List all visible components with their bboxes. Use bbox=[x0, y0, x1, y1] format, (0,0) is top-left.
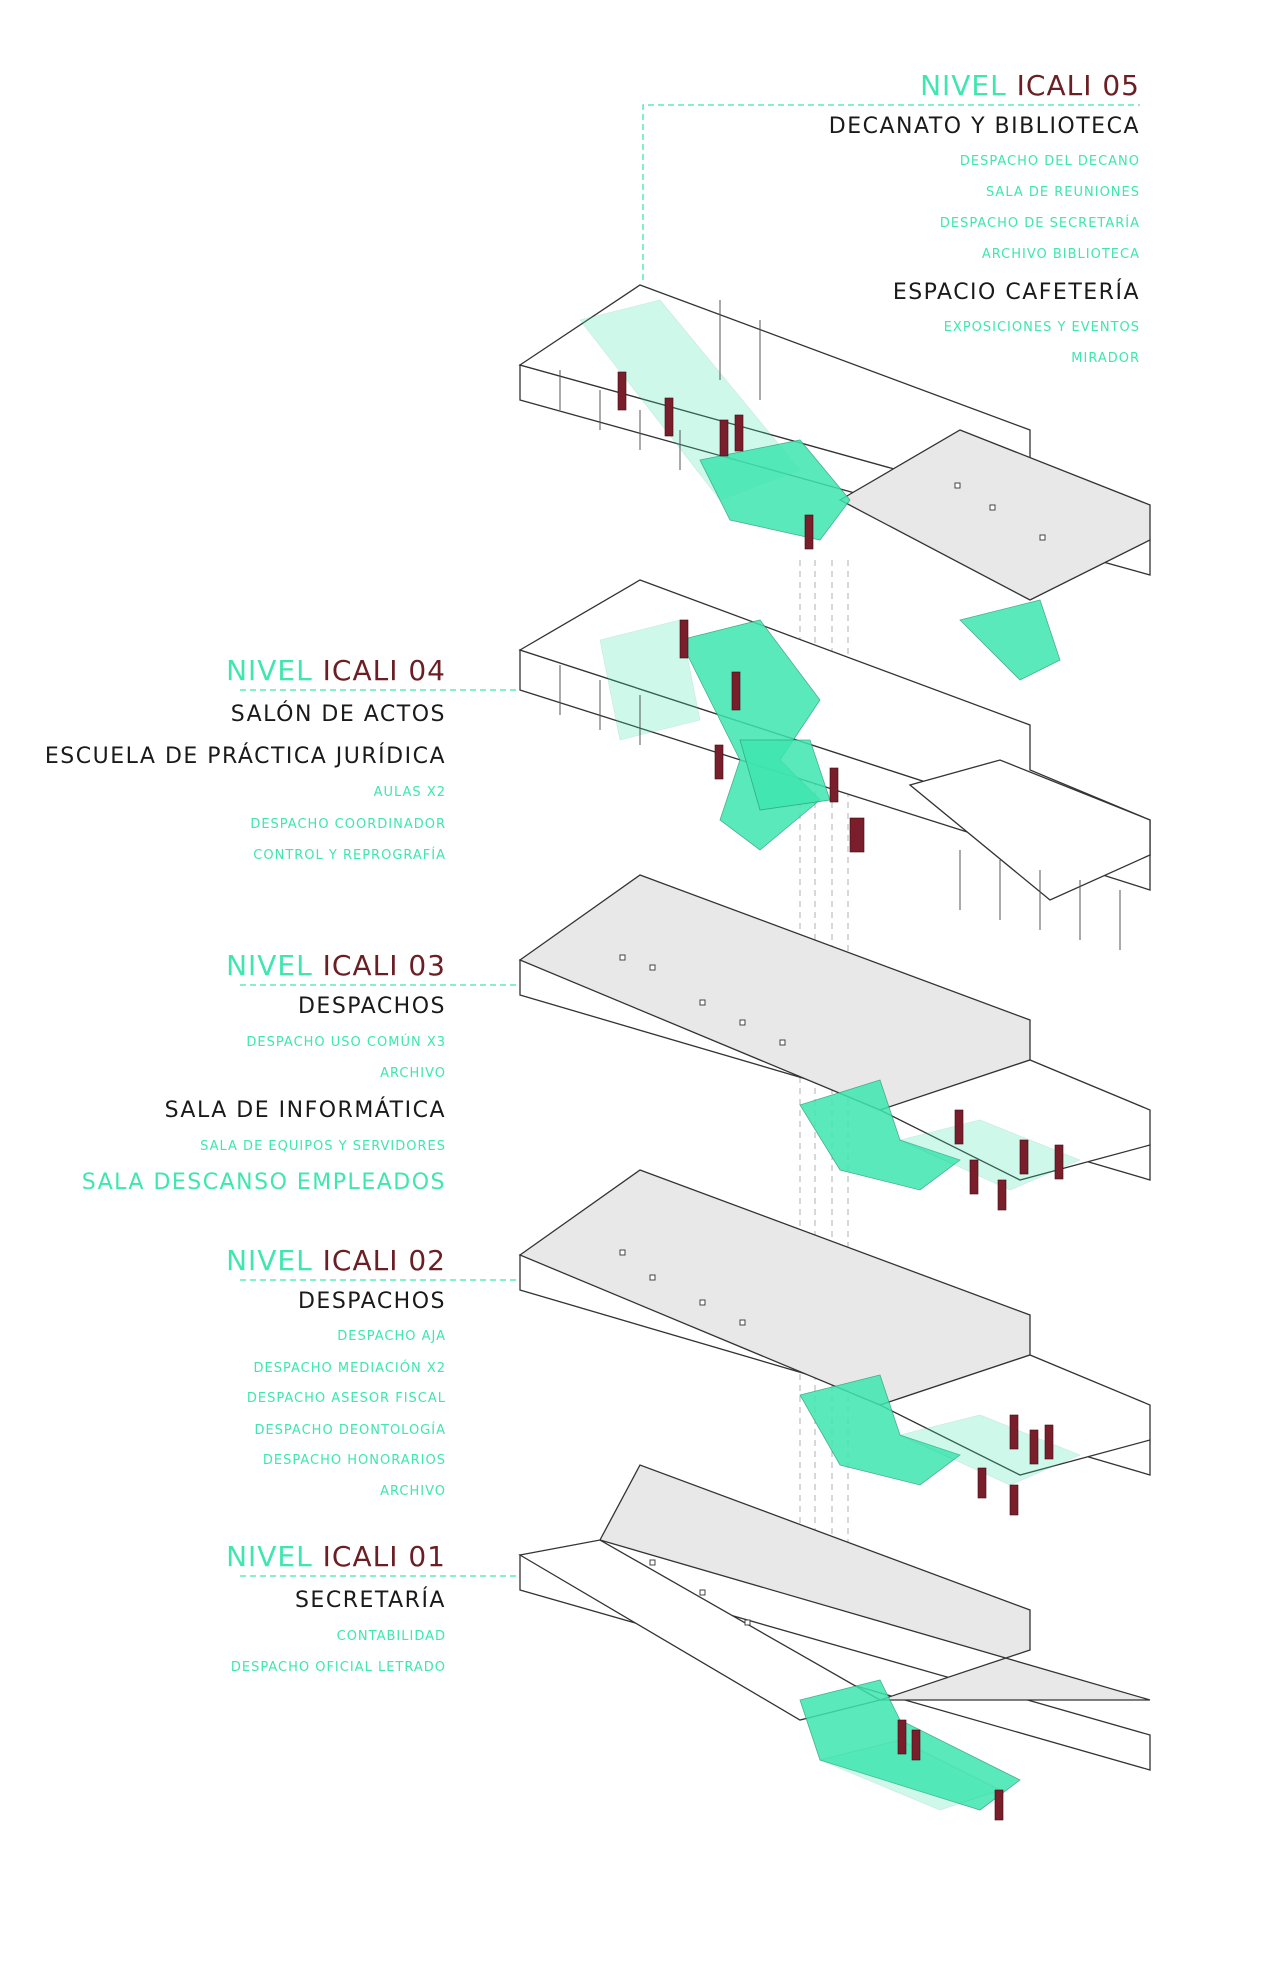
level-05-group-2-title: ESPACIO CAFETERÍA bbox=[892, 280, 1140, 305]
level-05-item: SALA DE REUNIONES bbox=[985, 185, 1140, 200]
level-03-item: DESPACHO USO COMÚN X3 bbox=[246, 1035, 446, 1050]
level-04-item: DESPACHO COORDINADOR bbox=[250, 817, 446, 832]
floor-plate-level-04 bbox=[518, 579, 1151, 950]
floor-plate-level-01 bbox=[518, 1464, 1151, 1821]
level-04-group-1-title: SALÓN DE ACTOS bbox=[230, 702, 446, 727]
level-05-item: DESPACHO DEL DECANO bbox=[959, 154, 1140, 169]
level-03-title: NIVEL ICALI 03 bbox=[226, 949, 446, 982]
level-03-item: ARCHIVO bbox=[380, 1066, 446, 1081]
level-03-group-3-title: SALA DESCANSO EMPLEADOS bbox=[81, 1170, 446, 1195]
level-02-group-1-title: DESPACHOS bbox=[297, 1289, 446, 1314]
level-05-group-1-title: DECANATO Y BIBLIOTECA bbox=[828, 114, 1140, 139]
level-04-item: AULAS X2 bbox=[373, 785, 446, 800]
level-03-group-1-title: DESPACHOS bbox=[297, 994, 446, 1019]
level-01-title: NIVEL ICALI 01 bbox=[226, 1540, 446, 1573]
level-02-item: ARCHIVO bbox=[380, 1484, 446, 1499]
level-02-item: DESPACHO MEDIACIÓN X2 bbox=[253, 1361, 446, 1376]
level-05-title: NIVEL ICALI 05 bbox=[920, 69, 1140, 102]
level-05-item: EXPOSICIONES Y EVENTOS bbox=[943, 320, 1140, 335]
floor-plate-level-02 bbox=[518, 1169, 1151, 1516]
level-03-item: SALA DE EQUIPOS Y SERVIDORES bbox=[200, 1139, 446, 1154]
level-02-item: DESPACHO AJA bbox=[337, 1329, 446, 1344]
level-05-item: ARCHIVO BIBLIOTECA bbox=[981, 247, 1140, 262]
level-04-title: NIVEL ICALI 04 bbox=[226, 654, 446, 687]
level-05-item: DESPACHO DE SECRETARÍA bbox=[939, 216, 1140, 231]
level-01-group-1-title: SECRETARÍA bbox=[294, 1588, 446, 1613]
level-03-group-2-title: SALA DE INFORMÁTICA bbox=[164, 1098, 446, 1123]
level-02-item: DESPACHO ASESOR FISCAL bbox=[246, 1391, 446, 1406]
level-04-item: CONTROL Y REPROGRAFÍA bbox=[253, 848, 446, 863]
level-04-group-2-title: ESCUELA DE PRÁCTICA JURÍDICA bbox=[44, 744, 446, 769]
level-01-item: CONTABILIDAD bbox=[336, 1629, 446, 1644]
level-02-title: NIVEL ICALI 02 bbox=[226, 1244, 446, 1277]
floor-plate-level-03 bbox=[518, 874, 1151, 1211]
leader-lines bbox=[240, 104, 1140, 1577]
level-05-item: MIRADOR bbox=[1071, 351, 1140, 366]
floor-plate-level-05 bbox=[518, 284, 1151, 681]
level-01-item: DESPACHO OFICIAL LETRADO bbox=[230, 1660, 446, 1675]
level-02-item: DESPACHO HONORARIOS bbox=[262, 1453, 446, 1468]
level-02-item: DESPACHO DEONTOLOGÍA bbox=[254, 1423, 446, 1438]
